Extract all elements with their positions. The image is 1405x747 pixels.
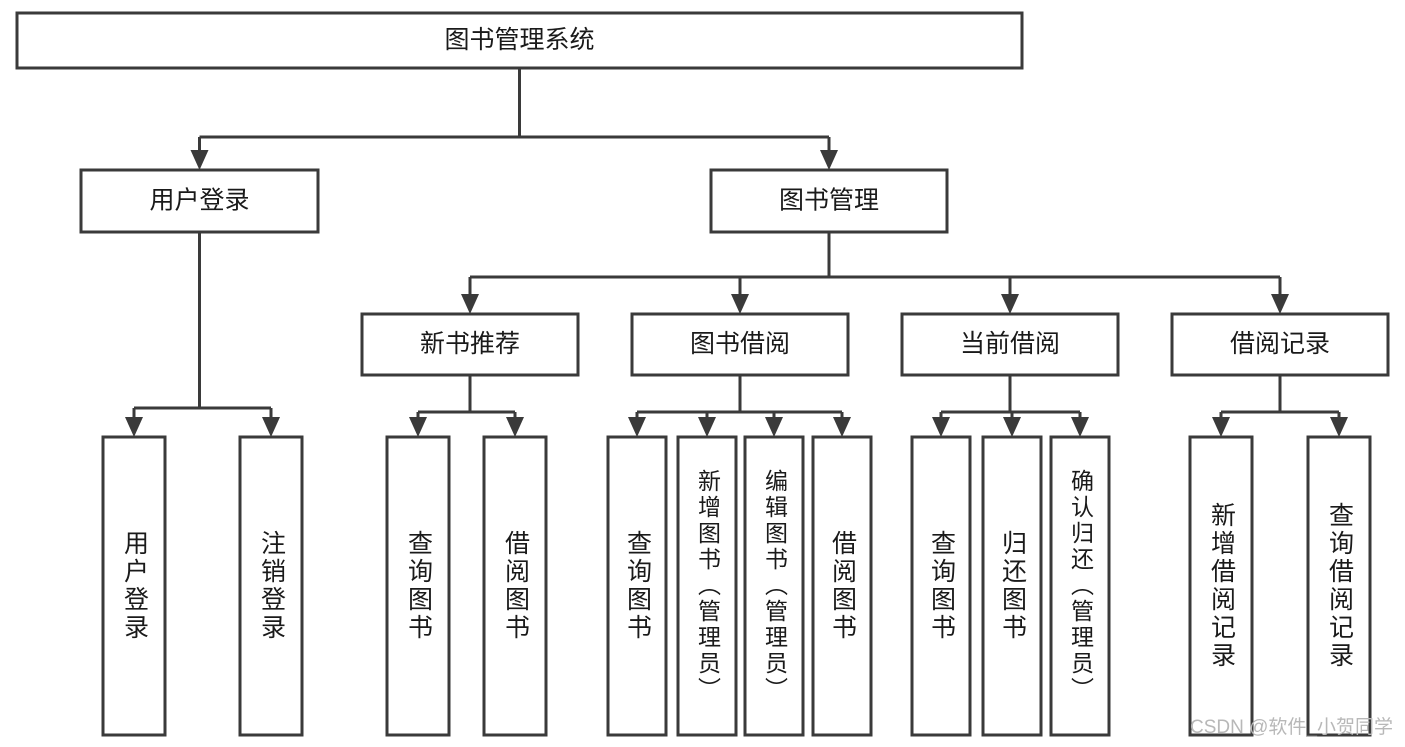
arrow-to-leaf-4 <box>628 417 646 437</box>
node-label-level2-1: 图书管理 <box>779 187 879 215</box>
node-label-root: 图书管理系统 <box>444 26 594 54</box>
arrow-to-leaf-7 <box>833 417 851 437</box>
node-label-level3-3: 借阅记录 <box>1230 330 1330 358</box>
node-box-leaf-0[interactable] <box>101 435 167 737</box>
node-box-leaf-11[interactable] <box>1188 435 1254 737</box>
boxes-layer <box>15 11 1390 737</box>
arrow-to-level3-2 <box>1001 294 1019 314</box>
arrow-to-level3-1 <box>731 294 749 314</box>
arrow-to-leaf-10 <box>1071 417 1089 437</box>
arrow-to-leaf-6 <box>765 417 783 437</box>
watermark-csdn: CSDN @软件_小贺同学 <box>1190 717 1393 738</box>
node-box-level2-0[interactable] <box>79 168 320 234</box>
arrow-to-leaf-1 <box>262 417 280 437</box>
arrow-to-leaf-2 <box>409 417 427 437</box>
node-box-leaf-8[interactable] <box>910 435 972 737</box>
arrow-to-level3-3 <box>1271 294 1289 314</box>
node-box-root[interactable] <box>15 11 1024 70</box>
arrow-to-leaf-5 <box>698 417 716 437</box>
arrow-to-leaf-9 <box>1003 417 1021 437</box>
node-box-level2-1[interactable] <box>709 168 949 234</box>
connectors-layer <box>125 68 1348 437</box>
node-box-leaf-2[interactable] <box>385 435 451 737</box>
node-box-level3-3[interactable] <box>1170 312 1390 377</box>
arrow-to-leaf-3 <box>506 417 524 437</box>
arrow-to-leaf-12 <box>1330 417 1348 437</box>
node-box-leaf-10[interactable] <box>1049 435 1111 737</box>
node-box-level3-0[interactable] <box>360 312 580 377</box>
node-box-leaf-12[interactable] <box>1306 435 1372 737</box>
node-box-level3-2[interactable] <box>900 312 1120 377</box>
node-box-level3-1[interactable] <box>630 312 850 377</box>
arrow-to-leaf-0 <box>125 417 143 437</box>
arrow-to-leaf-11 <box>1212 417 1230 437</box>
node-label-level3-0: 新书推荐 <box>420 330 520 358</box>
arrow-to-leaf-8 <box>932 417 950 437</box>
node-box-leaf-5[interactable] <box>676 435 738 737</box>
node-label-level2-0: 用户登录 <box>149 187 249 215</box>
node-label-level3-1: 图书借阅 <box>690 330 790 358</box>
arrow-to-level3-0 <box>461 294 479 314</box>
node-box-leaf-7[interactable] <box>811 435 873 737</box>
arrow-to-level2-0 <box>190 150 209 170</box>
node-box-leaf-9[interactable] <box>981 435 1043 737</box>
node-box-leaf-4[interactable] <box>606 435 668 737</box>
node-box-leaf-1[interactable] <box>238 435 304 737</box>
arrow-to-level2-1 <box>820 150 838 170</box>
node-box-leaf-3[interactable] <box>482 435 548 737</box>
node-label-level3-2: 当前借阅 <box>960 330 1060 358</box>
node-box-leaf-6[interactable] <box>743 435 805 737</box>
